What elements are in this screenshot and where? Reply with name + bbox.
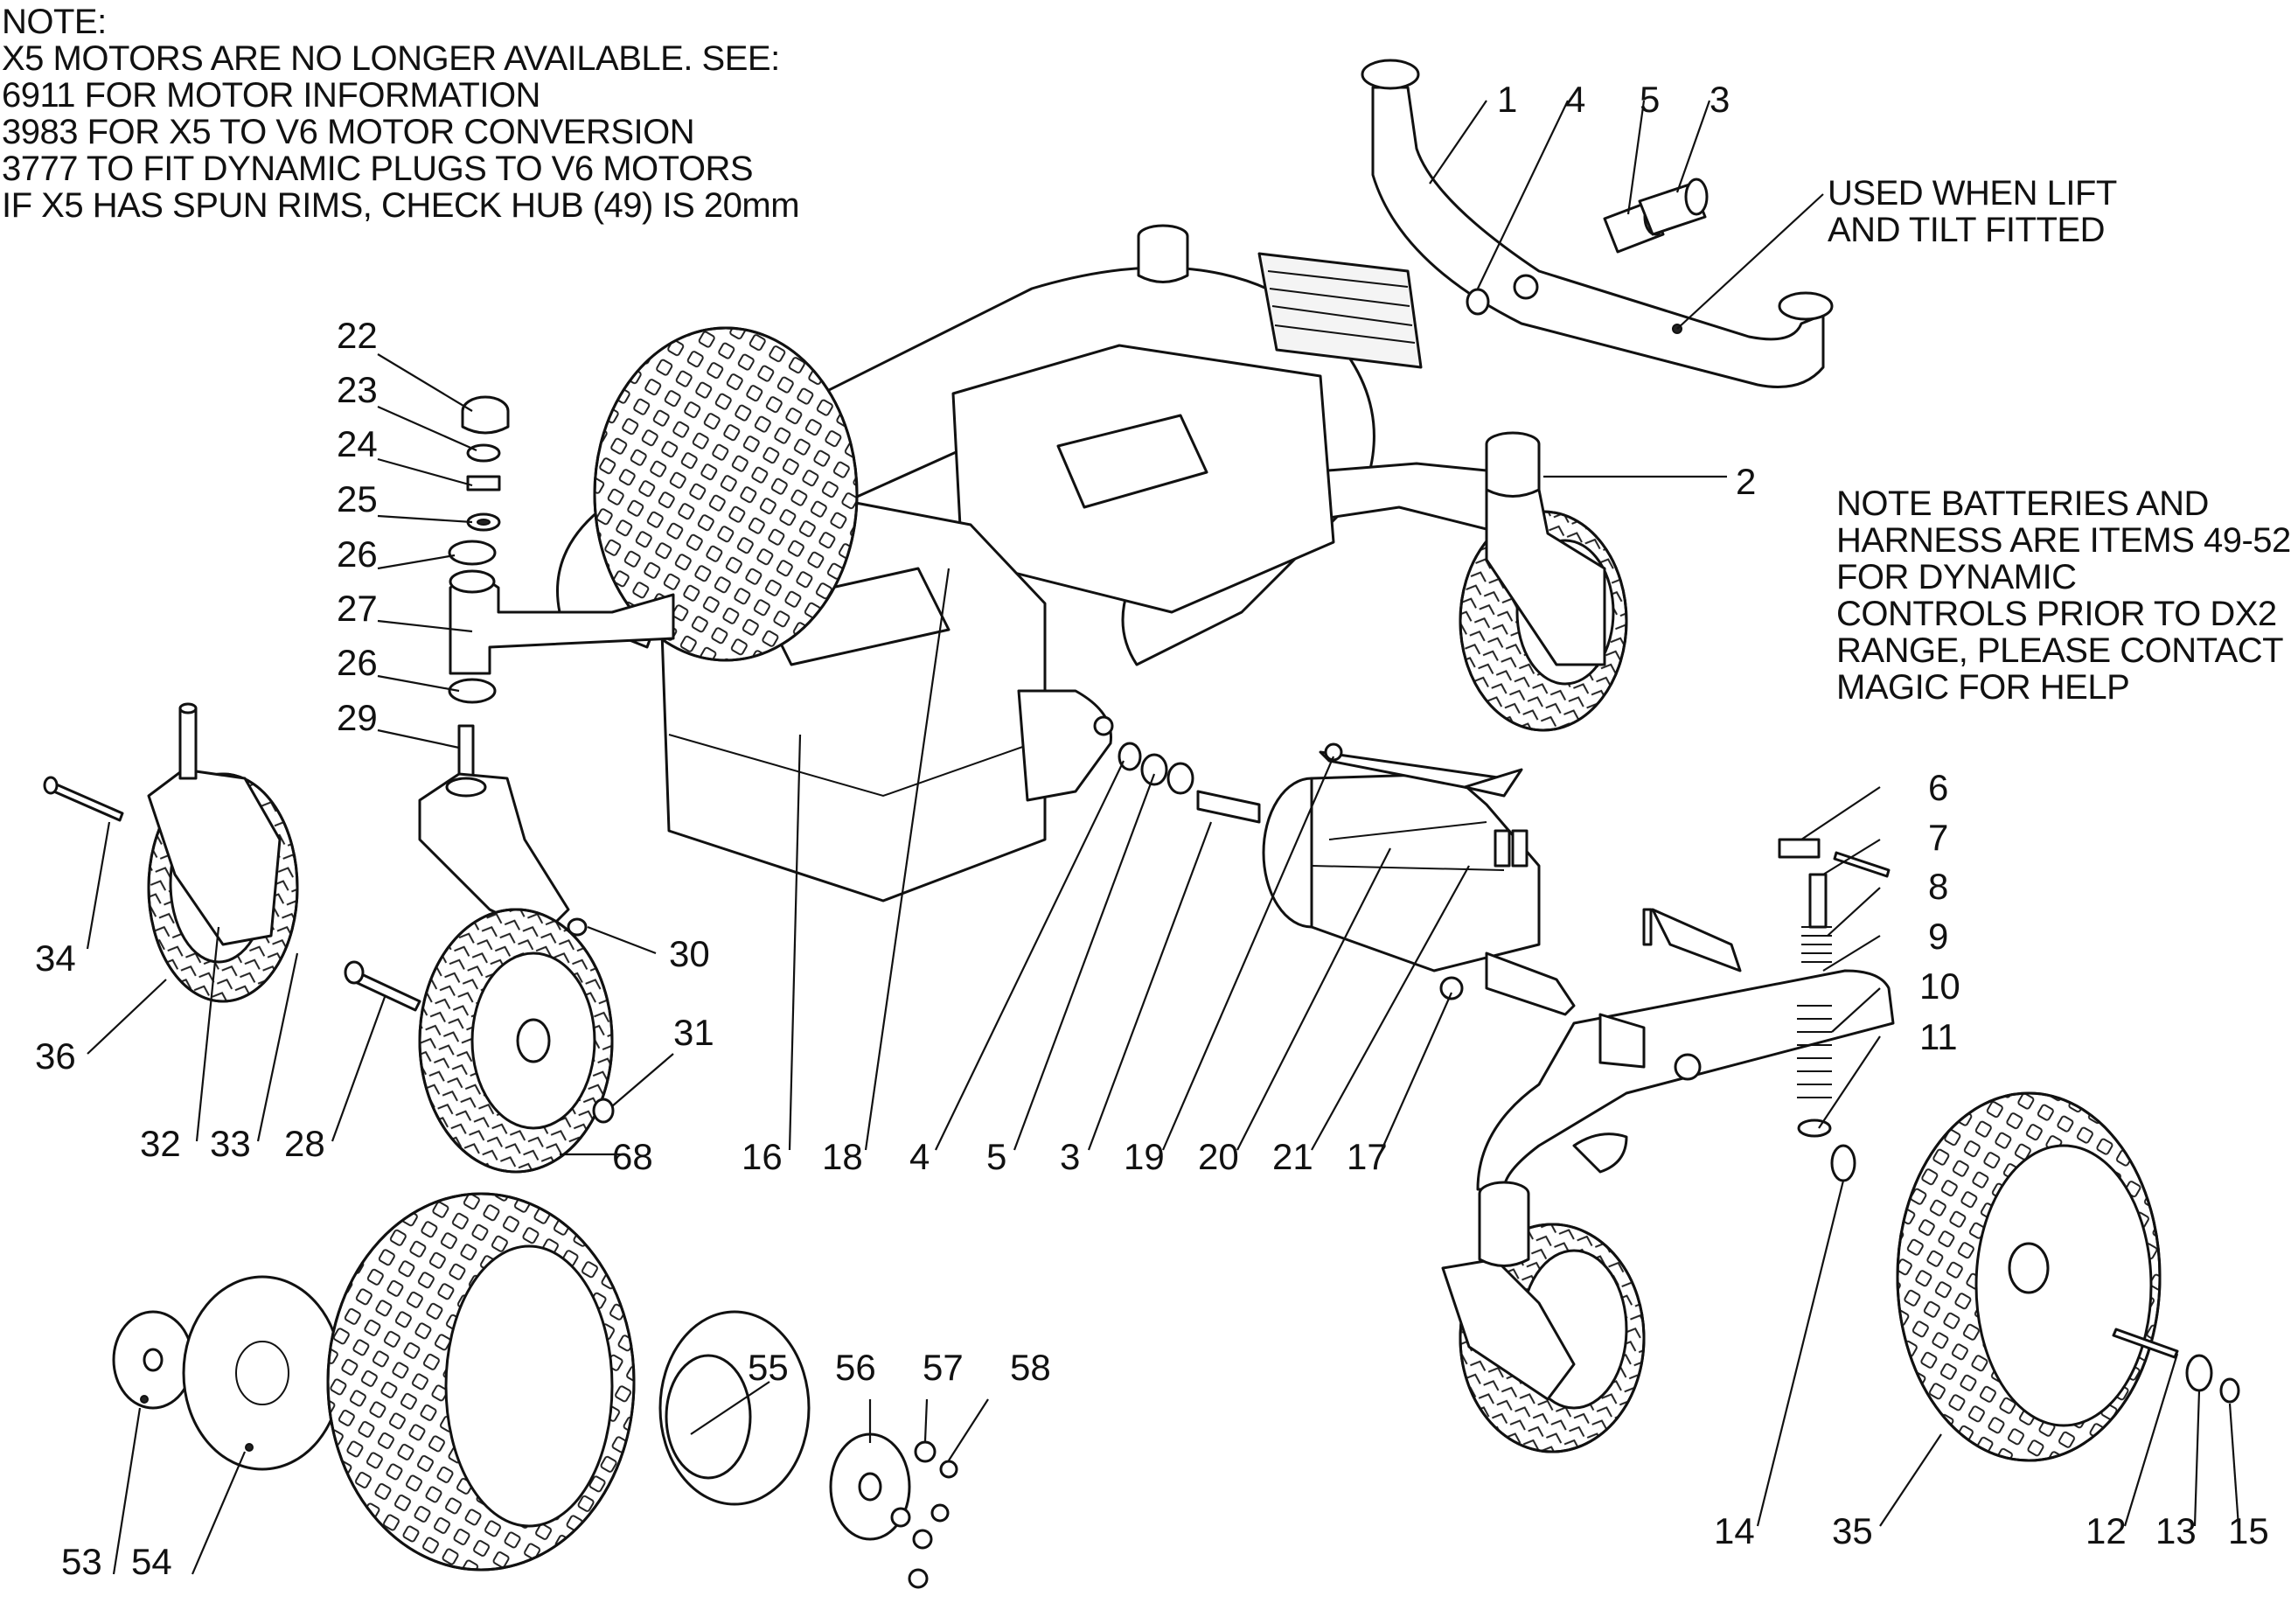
callout-label: 33 [210, 1123, 251, 1164]
note-line: CONTROLS PRIOR TO DX2 [1836, 595, 2277, 633]
callout-label: 6 [1928, 767, 1948, 808]
note-line: FOR DYNAMIC [1836, 558, 2077, 596]
note-line: USED WHEN LIFT [1828, 174, 2117, 213]
callout-label: 32 [140, 1123, 181, 1164]
callout-label: 34 [35, 937, 76, 979]
note-line: IF X5 HAS SPUN RIMS, CHECK HUB (49) IS 2… [2, 186, 800, 225]
caster-wheel-68 [418, 908, 614, 1174]
note-line: MAGIC FOR HELP [1836, 668, 2130, 707]
callout-label: 13 [2155, 1510, 2197, 1551]
rim-55 [658, 1310, 811, 1506]
bolts-57-58 [890, 1440, 958, 1589]
callout-label: 18 [822, 1136, 863, 1177]
hub-53 [112, 1310, 194, 1410]
caster-fork-arm [449, 569, 675, 675]
note-batteries-harness: NOTE BATTERIES AND HARNESS ARE ITEMS 49-… [1836, 485, 2291, 706]
callout-label: 29 [337, 697, 378, 738]
front-caster-right [1459, 431, 1628, 732]
tyre-large [326, 1192, 636, 1572]
note-motor-availability: NOTE: X5 MOTORS ARE NO LONGER AVAILABLE.… [2, 3, 800, 225]
callout-label: 20 [1198, 1136, 1239, 1177]
bolt-28 [344, 960, 421, 1012]
callout-label: 15 [2228, 1510, 2269, 1551]
note-line: AND TILT FITTED [1828, 211, 2105, 249]
rim-54 [182, 1275, 343, 1471]
note-line: X5 MOTORS ARE NO LONGER AVAILABLE. SEE: [2, 39, 780, 78]
callout-label: 2 [1736, 461, 1756, 502]
controller-box [1257, 252, 1423, 369]
callout-label: 28 [284, 1123, 325, 1164]
callout-label: 26 [337, 642, 378, 683]
callout-label: 35 [1832, 1510, 1873, 1551]
callout-label: 30 [669, 933, 710, 974]
rear-wheel-right [1896, 1091, 2162, 1462]
note-line: 6911 FOR MOTOR INFORMATION [2, 76, 540, 115]
callout-label: 24 [337, 423, 378, 464]
note-line: 3983 FOR X5 TO V6 MOTOR CONVERSION [2, 113, 695, 151]
battery-box-rear [951, 344, 1335, 614]
callout-label: 14 [1714, 1510, 1755, 1551]
callout-label: 16 [742, 1136, 783, 1177]
motor-assembly [1262, 742, 1576, 1016]
callout-label: 55 [748, 1347, 789, 1388]
callout-label: 25 [337, 478, 378, 519]
callout-label: 58 [1010, 1347, 1051, 1388]
bolt-30 [567, 917, 588, 937]
callout-label: 27 [337, 588, 378, 629]
hub-56 [829, 1432, 911, 1541]
leader-lines [86, 100, 2240, 1575]
axle-hardware-12-15 [2112, 1328, 2240, 1404]
callout-label: 12 [2086, 1510, 2127, 1551]
pins-5-3 [1603, 178, 1709, 254]
callout-label: 5 [986, 1136, 1006, 1177]
callout-label: 11 [1919, 1016, 1958, 1057]
front-caster-bottom [1441, 1181, 1646, 1453]
note-line: HARNESS ARE ITEMS 49-52 [1836, 521, 2291, 560]
note-line: NOTE: [2, 3, 107, 41]
callout-label: 1 [1497, 79, 1517, 120]
callout-label: 7 [1928, 817, 1948, 858]
callout-label: 31 [673, 1012, 714, 1053]
callout-label: 9 [1928, 916, 1948, 957]
callout-label: 3 [1060, 1136, 1080, 1177]
motor-bracket [1017, 689, 1114, 802]
callout-label: 57 [923, 1347, 964, 1388]
caster-wheel-36 [147, 702, 299, 1003]
caster-fork [418, 724, 570, 937]
callout-label: 36 [35, 1035, 76, 1077]
caster-hardware-stack [448, 395, 510, 704]
callout-label: 68 [612, 1136, 653, 1177]
axle-bolt-34 [43, 776, 124, 822]
callout-label: 56 [835, 1347, 876, 1388]
callout-label: 3 [1710, 79, 1730, 120]
callout-label: 4 [1565, 79, 1585, 120]
callout-label: 26 [337, 533, 378, 575]
callout-label: 54 [131, 1541, 172, 1582]
callout-labels: 1 4 5 3 2 22 23 24 25 26 27 26 29 34 36 … [35, 79, 2269, 1582]
rear-wheel-left [593, 326, 859, 662]
note-lift-tilt: USED WHEN LIFT AND TILT FITTED [1828, 175, 2117, 248]
callout-label: 17 [1347, 1136, 1388, 1177]
callout-label: 10 [1919, 965, 1960, 1007]
callout-label: 19 [1124, 1136, 1165, 1177]
washer-14 [1830, 1144, 1856, 1182]
lift-tilt-crossbar [1361, 59, 1834, 388]
motor-pins-4-5-3 [1118, 742, 1261, 824]
callout-label: 5 [1640, 79, 1660, 120]
nut-31 [592, 1098, 615, 1124]
callout-label: 23 [337, 369, 378, 410]
callout-label: 53 [61, 1541, 102, 1582]
callout-label: 22 [337, 315, 378, 356]
right-caster-arm [1476, 908, 1895, 1191]
note-line: RANGE, PLEASE CONTACT [1836, 631, 2284, 670]
note-line: 3777 TO FIT DYNAMIC PLUGS TO V6 MOTORS [2, 150, 754, 188]
callout-label: 21 [1272, 1136, 1313, 1177]
note-line: NOTE BATTERIES AND [1836, 484, 2209, 523]
callout-label: 8 [1928, 866, 1948, 907]
callout-label: 4 [909, 1136, 930, 1177]
